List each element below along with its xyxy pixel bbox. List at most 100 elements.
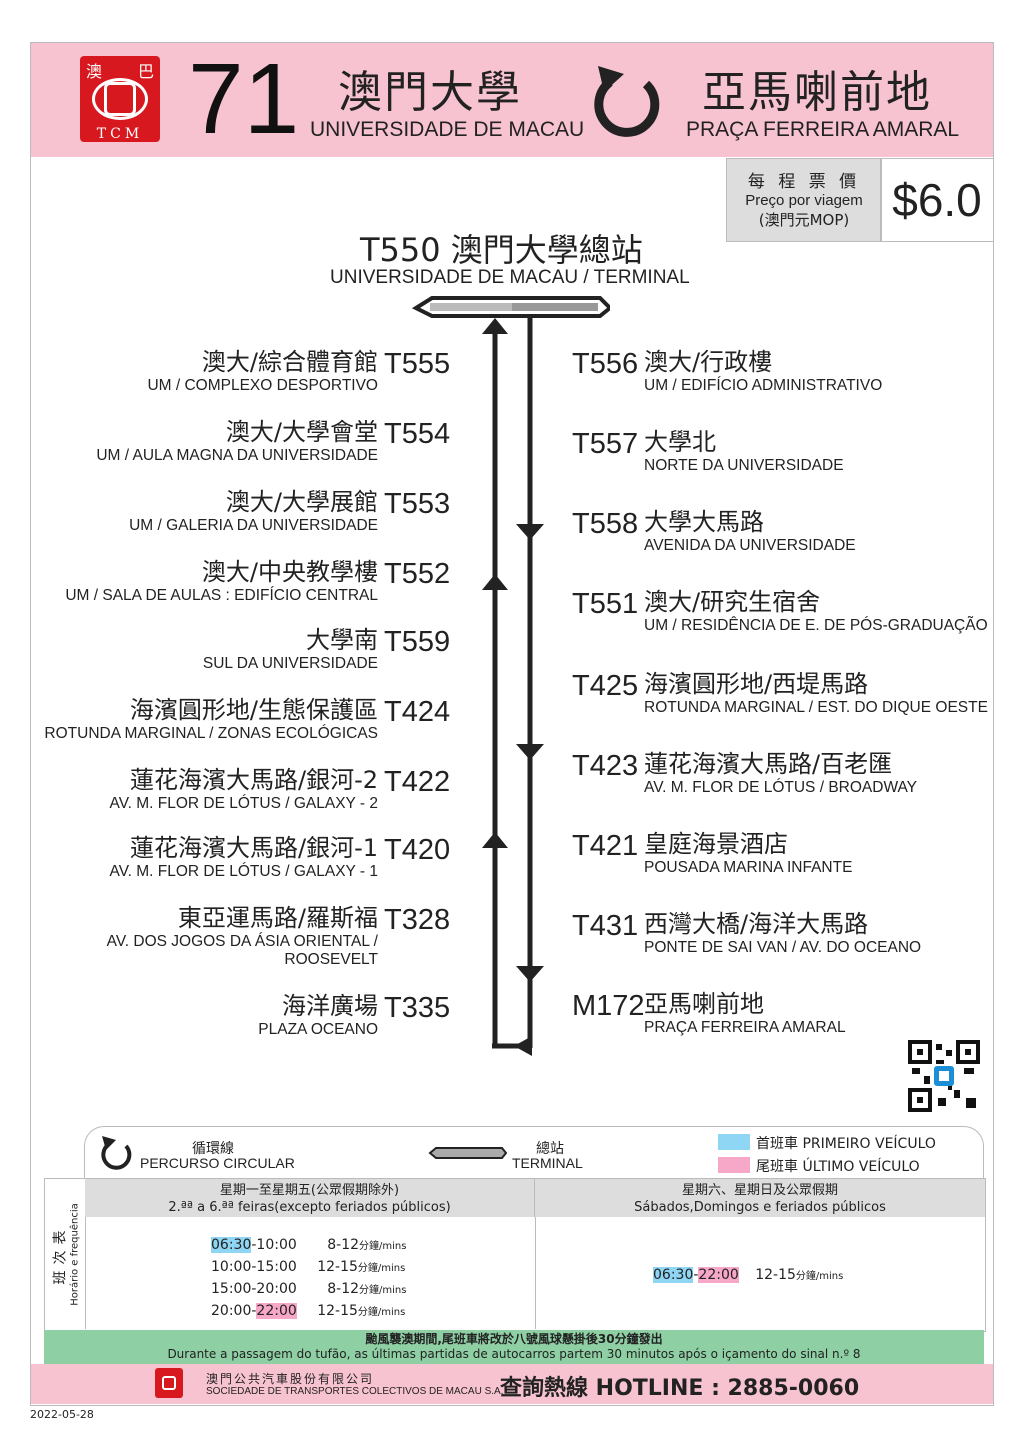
stop-name-pt: UM / EDIFÍCIO ADMINISTRATIVO <box>644 377 883 394</box>
stop-name-pt: UM / SALA DE AULAS : EDIFÍCIO CENTRAL <box>65 587 378 604</box>
stop-name-zh: 澳大/中央教學樓 <box>201 558 378 586</box>
first-bus-swatch <box>718 1134 750 1150</box>
stop-name-pt: UM / AULA MAGNA DA UNIVERSIDADE <box>96 447 378 464</box>
legend-circular-zh: 循環線 <box>192 1141 234 1157</box>
legend-circular-pt: PERCURSO CIRCULAR <box>140 1155 295 1171</box>
stop-code: T328 <box>384 904 451 936</box>
schedule-frequency: 12-15 <box>755 1267 796 1283</box>
stop-code: T555 <box>384 348 451 380</box>
stop-name-zh: 澳大/大學展館 <box>225 488 378 516</box>
destination-name-pt: PRAÇA FERREIRA AMARAL <box>686 118 960 141</box>
stop-name-zh: 蓮花海濱大馬路/銀河-2 <box>129 766 378 794</box>
circular-legend-icon <box>101 1136 132 1170</box>
stop-code: T425 <box>572 670 639 702</box>
stop-name-pt: AVENIDA DA UNIVERSIDADE <box>644 537 856 554</box>
stop-name-pt: ROTUNDA MARGINAL / EST. DO DIQUE OESTE <box>644 699 988 716</box>
print-date: 2022-05-28 <box>30 1408 94 1421</box>
first-bus-time: 06:30 <box>653 1267 694 1283</box>
stop-code: M172 <box>572 990 645 1022</box>
logo-ring-icon <box>92 78 148 120</box>
typhoon-notice-pt: Durante a passagem do tufão, as últimas … <box>167 1347 861 1361</box>
stop-name-pt-line2: ROOSEVELT <box>284 951 378 968</box>
stop-name-zh: 亞馬喇前地 <box>644 990 764 1018</box>
destination-name-zh: 亞馬喇前地 <box>702 67 932 118</box>
stop-code: T422 <box>384 766 451 798</box>
terminal-name-pt: UNIVERSIDADE DE MACAU / TERMINAL <box>330 267 690 288</box>
stop-name-pt: POUSADA MARINA INFANTE <box>644 859 853 876</box>
typhoon-notice-zh: 颱風襲澳期間,尾班車將改於八號風球懸掛後30分鐘發出 <box>365 1332 663 1346</box>
turn-arrow-icon <box>514 1036 532 1056</box>
weekday-header-zh: 星期一至星期五(公眾假期除外) <box>219 1183 400 1198</box>
stop-code: T421 <box>572 830 639 862</box>
stop-name-zh: 澳大/行政樓 <box>644 348 773 376</box>
schedule-unit: 分鐘/mins <box>359 1285 407 1296</box>
stop-name-zh: 海濱圓形地/生態保護區 <box>129 696 378 724</box>
typhoon-notice: 颱風襲澳期間,尾班車將改於八號風球懸掛後30分鐘發出 Durante a pas… <box>44 1330 984 1364</box>
stop-code: T554 <box>384 418 451 450</box>
route-number: 71 <box>188 43 300 155</box>
timetable-side-pt: Horário e frequência <box>69 1203 81 1306</box>
schedule-frequency: 8-12 <box>327 1237 360 1253</box>
schedule-row: 20:00-22:00 12-15分鐘/mins <box>211 1303 406 1319</box>
bus-icon <box>104 82 136 116</box>
weekend-schedule: 06:30-22:00 12-15分鐘/mins <box>653 1267 844 1283</box>
schedule-row: 15:00-20:00 8-12分鐘/mins <box>211 1281 407 1297</box>
stop-name-zh: 大學大馬路 <box>644 508 764 536</box>
legend-panel <box>84 1126 984 1179</box>
tcm-logo: 澳 巴 TCM <box>80 56 160 142</box>
stop-code: T423 <box>572 750 639 782</box>
stop-name-zh: 海濱圓形地/西堤馬路 <box>644 670 869 698</box>
stop-name-pt: AV. M. FLOR DE LÓTUS / GALAXY - 1 <box>109 863 378 880</box>
circular-route-icon <box>594 66 660 137</box>
timetable: 班次表 Horário e frequência 星期一至星期五(公眾假期除外)… <box>44 1178 986 1332</box>
stop-name-zh: 澳大/研究生宿舍 <box>644 588 821 616</box>
legend-first-bus: 首班車 PRIMEIRO VEÍCULO <box>756 1136 936 1152</box>
stop-name-zh: 澳大/綜合體育館 <box>201 348 378 376</box>
schedule-unit: 分鐘/mins <box>357 1307 406 1318</box>
origin-name-zh: 澳門大學 <box>338 67 522 118</box>
schedule-unit: 分鐘/mins <box>359 1241 407 1252</box>
fare-label-box: 每 程 票 價 Preço por viagem (澳門元MOP) <box>726 158 882 242</box>
schedule-row: 10:00-15:00 12-15分鐘/mins <box>211 1259 406 1275</box>
legend-terminal-pt: TERMINAL <box>512 1155 583 1171</box>
schedule-unit: 分鐘/mins <box>795 1271 844 1282</box>
schedule-end: 10:00 <box>256 1237 297 1253</box>
schedule-frequency: 12-15 <box>317 1259 358 1275</box>
schedule-end: 20:00 <box>256 1281 297 1297</box>
schedule-start: 20:00 <box>211 1303 252 1319</box>
schedule-start: 10:00 <box>211 1259 252 1275</box>
stop-code: T552 <box>384 558 451 590</box>
logo-char-right: 巴 <box>137 62 154 81</box>
down-arrow-icon <box>516 524 544 540</box>
fare-value: $6.0 <box>880 158 994 242</box>
schedule-end: 15:00 <box>256 1259 297 1275</box>
stop-name-pt: AV. DOS JOGOS DA ÁSIA ORIENTAL / <box>106 933 378 950</box>
stop-name-zh: 皇庭海景酒店 <box>644 830 788 858</box>
last-bus-swatch <box>718 1157 750 1173</box>
stop-name-zh: 西灣大橋/海洋大馬路 <box>644 910 869 938</box>
company-name-zh: 澳門公共汽車股份有限公司 <box>206 1372 375 1386</box>
company-name-pt: SOCIEDADE DE TRANSPORTES COLECTIVOS DE M… <box>206 1386 504 1397</box>
schedule-row: 06:30-10:00 8-12分鐘/mins <box>211 1237 407 1253</box>
